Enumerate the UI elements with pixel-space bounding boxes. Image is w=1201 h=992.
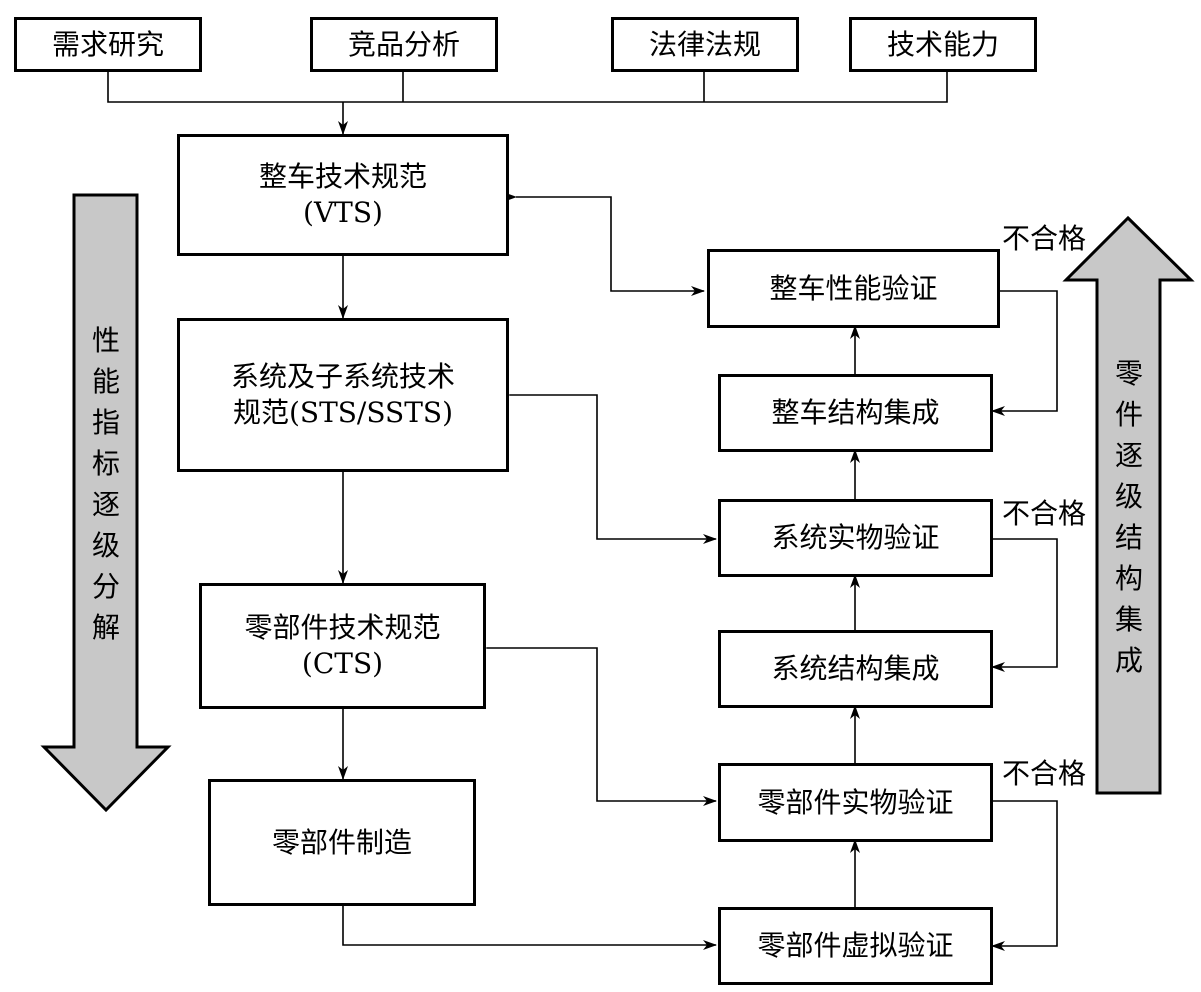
fail-label-system: 不合格 [1002, 497, 1087, 530]
vehicle-perf-verify-label: 整车性能验证 [769, 271, 938, 305]
input-label: 需求研究 [51, 27, 164, 61]
decompose-char: 能 [91, 365, 120, 398]
fail-label-vehicle: 不合格 [1002, 222, 1087, 255]
vehicle-struct-integ-box: 整车结构集成 [718, 374, 993, 452]
manufacture-to-virtual-connector [342, 904, 717, 950]
decompose-char: 分 [91, 570, 120, 603]
integrate-char: 件 [1114, 398, 1143, 431]
cts-box: 零部件技术规范 (CTS) [199, 583, 486, 709]
vts-perf-link [503, 192, 705, 296]
integrate-char: 成 [1114, 644, 1143, 677]
decompose-char: 性 [91, 324, 120, 357]
manufacture-box: 零部件制造 [208, 779, 476, 906]
input-box-laws-regulations: 法律法规 [611, 17, 799, 72]
cts-part-physical-link [474, 643, 717, 806]
decompose-char: 解 [91, 611, 120, 644]
part-fail-loop [991, 800, 1058, 951]
input-label: 技术能力 [886, 27, 999, 61]
integrate-char: 零 [1114, 357, 1143, 390]
sts-line2: 规范(STS/SSTS) [232, 396, 454, 429]
vehicle-perf-verify-box: 整车性能验证 [707, 249, 1000, 328]
input-box-demand-research: 需求研究 [14, 17, 202, 72]
sts-system-physical-link [497, 390, 717, 544]
decompose-char: 逐 [91, 488, 120, 521]
system-fail-loop [991, 538, 1058, 672]
decompose-arrow-text: 性 能 指 标 逐 级 分 解 [90, 320, 122, 648]
system-struct-integ-box: 系统结构集成 [718, 630, 993, 708]
integrate-char: 级 [1114, 480, 1143, 513]
sts-box: 系统及子系统技术 规范(STS/SSTS) [177, 318, 509, 472]
inputs-bus [107, 70, 948, 103]
decompose-char: 指 [91, 406, 120, 439]
input-box-technical-capability: 技术能力 [849, 17, 1037, 72]
vts-line1: 整车技术规范 [258, 160, 427, 193]
sts-line1: 系统及子系统技术 [230, 360, 455, 393]
part-physical-verify-box: 零部件实物验证 [718, 763, 993, 842]
decompose-char: 级 [91, 529, 120, 562]
vts-line2: (VTS) [303, 196, 383, 229]
input-label: 竞品分析 [347, 27, 460, 61]
part-virtual-verify-box: 零部件虚拟验证 [718, 907, 993, 985]
system-physical-verify-box: 系统实物验证 [718, 499, 993, 577]
part-physical-verify-label: 零部件实物验证 [757, 785, 954, 819]
fail-label-part: 不合格 [1002, 757, 1087, 790]
cts-line1: 零部件技术规范 [244, 611, 441, 644]
decompose-char: 标 [91, 447, 120, 480]
integrate-char: 集 [1114, 603, 1143, 636]
system-physical-verify-label: 系统实物验证 [771, 521, 940, 554]
integrate-char: 结 [1114, 521, 1143, 554]
vts-box: 整车技术规范 (VTS) [177, 134, 509, 256]
part-virtual-verify-label: 零部件虚拟验证 [757, 929, 954, 962]
input-label: 法律法规 [648, 27, 761, 61]
system-struct-integ-label: 系统结构集成 [771, 652, 940, 685]
integrate-arrow [1062, 215, 1195, 795]
integrate-char: 构 [1114, 562, 1143, 595]
cts-line2: (CTS) [301, 647, 384, 680]
decompose-arrow [40, 193, 172, 813]
input-box-competitor-analysis: 竞品分析 [310, 17, 498, 72]
manufacture-label: 零部件制造 [271, 825, 412, 859]
vehicle-fail-loop [991, 290, 1058, 416]
integrate-char: 逐 [1114, 439, 1143, 472]
integrate-arrow-text: 零 件 逐 级 结 构 集 成 [1113, 353, 1145, 681]
vehicle-struct-integ-label: 整车结构集成 [771, 396, 940, 429]
